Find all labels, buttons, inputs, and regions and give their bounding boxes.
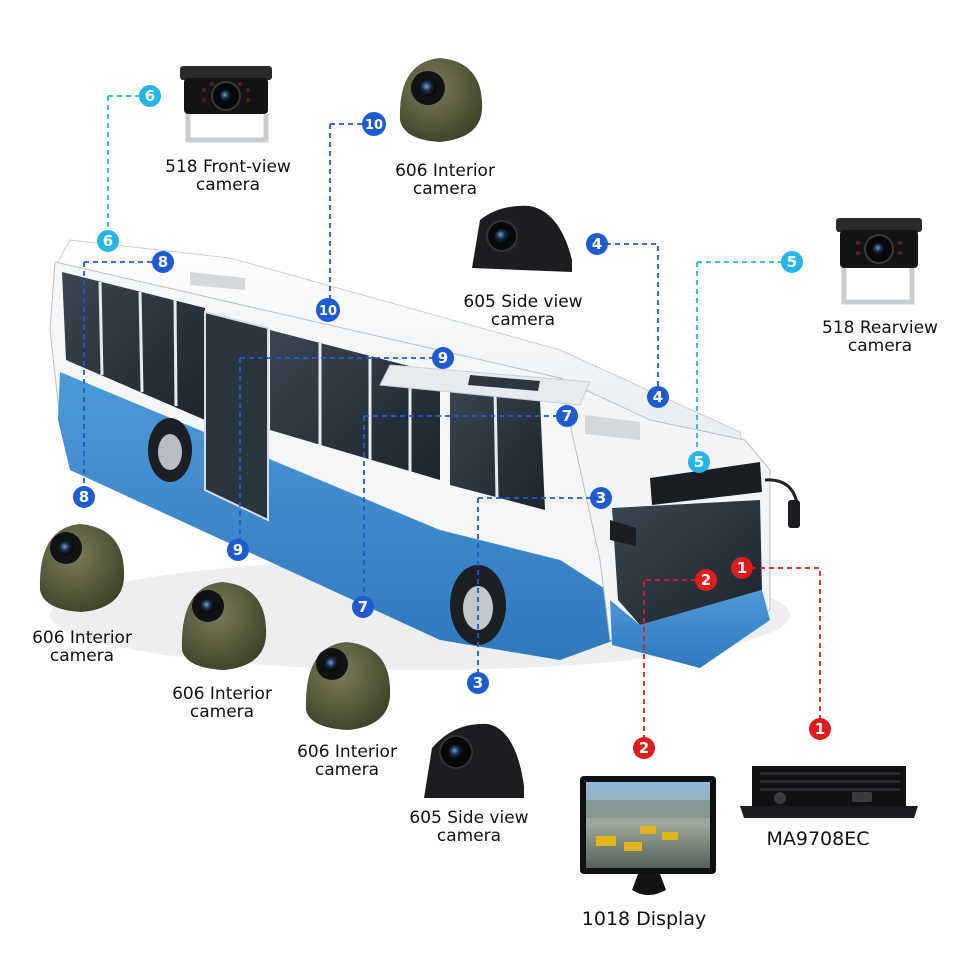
svg-text:2: 2: [639, 739, 649, 757]
svg-text:5: 5: [694, 453, 704, 471]
svg-text:6: 6: [145, 87, 155, 105]
marker-9-top: 9: [432, 347, 454, 369]
svg-text:7: 7: [358, 598, 368, 616]
label-interior-camera-c: 606 Interior camera: [277, 743, 417, 779]
label-interior-camera-a: 606 Interior camera: [12, 629, 152, 665]
svg-text:1: 1: [815, 720, 825, 738]
marker-10-top: 10: [362, 112, 386, 136]
label-line: 606 Interior: [297, 742, 397, 762]
svg-text:4: 4: [653, 388, 663, 406]
marker-4-bus: 4: [647, 386, 669, 408]
marker-1-bus: 1: [731, 557, 753, 579]
side-view-camera-icon-top: [472, 205, 572, 272]
svg-text:2: 2: [701, 571, 711, 589]
interior-dome-camera-icon-b: [181, 582, 267, 670]
label-interior-camera-top: 606 Interior camera: [370, 162, 520, 198]
marker-1-bottom: 1: [809, 718, 831, 740]
svg-text:4: 4: [592, 235, 602, 253]
marker-3-bottom: 3: [467, 672, 489, 694]
label-line: 606 Interior: [395, 161, 495, 181]
label-line: camera: [314, 760, 380, 780]
svg-text:8: 8: [79, 488, 89, 506]
marker-3-top: 3: [590, 487, 612, 509]
label-line: camera: [49, 646, 115, 666]
connector-lines: [83, 95, 821, 748]
svg-text:10: 10: [319, 304, 337, 319]
marker-8-top: 8: [152, 251, 174, 273]
svg-text:6: 6: [103, 232, 113, 250]
label-line: 606 Interior: [172, 684, 272, 704]
label-line: camera: [189, 702, 255, 722]
svg-text:5: 5: [787, 253, 797, 271]
marker-8-bottom: 8: [73, 486, 95, 508]
front-view-camera-icon: [180, 66, 272, 143]
svg-text:1: 1: [737, 559, 747, 577]
side-view-camera-icon-bottom: [424, 723, 524, 798]
interior-dome-camera-icon-top: [399, 58, 483, 142]
marker-4-top: 4: [586, 233, 608, 255]
marker-9-bottom: 9: [227, 539, 249, 561]
label-line: 606 Interior: [32, 628, 132, 648]
svg-text:7: 7: [562, 407, 572, 425]
svg-text:3: 3: [473, 674, 483, 692]
label-line: camera: [436, 826, 502, 846]
marker-7-bottom: 7: [352, 596, 374, 618]
label-side-view-camera-bottom: 605 Side view camera: [392, 809, 546, 845]
interior-dome-camera-icon-a: [39, 524, 125, 612]
svg-text:8: 8: [158, 253, 168, 271]
marker-2-bottom: 2: [633, 737, 655, 759]
label-line: 518 Rearview: [822, 318, 938, 338]
label-line: camera: [490, 310, 556, 330]
marker-2-bus: 2: [695, 569, 717, 591]
marker-7-top: 7: [556, 405, 578, 427]
city-bus: [49, 239, 800, 670]
svg-text:10: 10: [365, 118, 383, 133]
marker-5-bus: 5: [688, 451, 710, 473]
interior-dome-camera-icon-c: [305, 642, 391, 730]
svg-text:9: 9: [233, 541, 243, 559]
label-display: 1018 Display: [581, 908, 707, 930]
label-recorder: MA9708EC: [766, 828, 870, 850]
label-line: camera: [847, 336, 913, 356]
marker-6-top: 6: [139, 85, 161, 107]
label-interior-camera-b: 606 Interior camera: [152, 685, 292, 721]
label-front-view-camera: 518 Front-view camera: [140, 158, 316, 194]
mdvr-recorder-icon: [740, 766, 918, 818]
display-monitor-icon: [580, 776, 716, 895]
label-line: camera: [195, 175, 261, 195]
label-line: camera: [412, 179, 478, 199]
label-line: 605 Side view: [409, 808, 529, 828]
label-rearview-camera: 518 Rearview camera: [802, 319, 958, 355]
label-line: 605 Side view: [463, 292, 583, 312]
marker-6-bus: 6: [97, 230, 119, 252]
svg-text:9: 9: [438, 349, 448, 367]
label-side-view-camera-top: 605 Side view camera: [446, 293, 600, 329]
marker-10-bus: 10: [316, 298, 340, 322]
rearview-camera-icon: [836, 218, 922, 305]
svg-text:3: 3: [596, 489, 606, 507]
label-line: 518 Front-view: [165, 157, 291, 177]
marker-5-top: 5: [781, 251, 803, 273]
